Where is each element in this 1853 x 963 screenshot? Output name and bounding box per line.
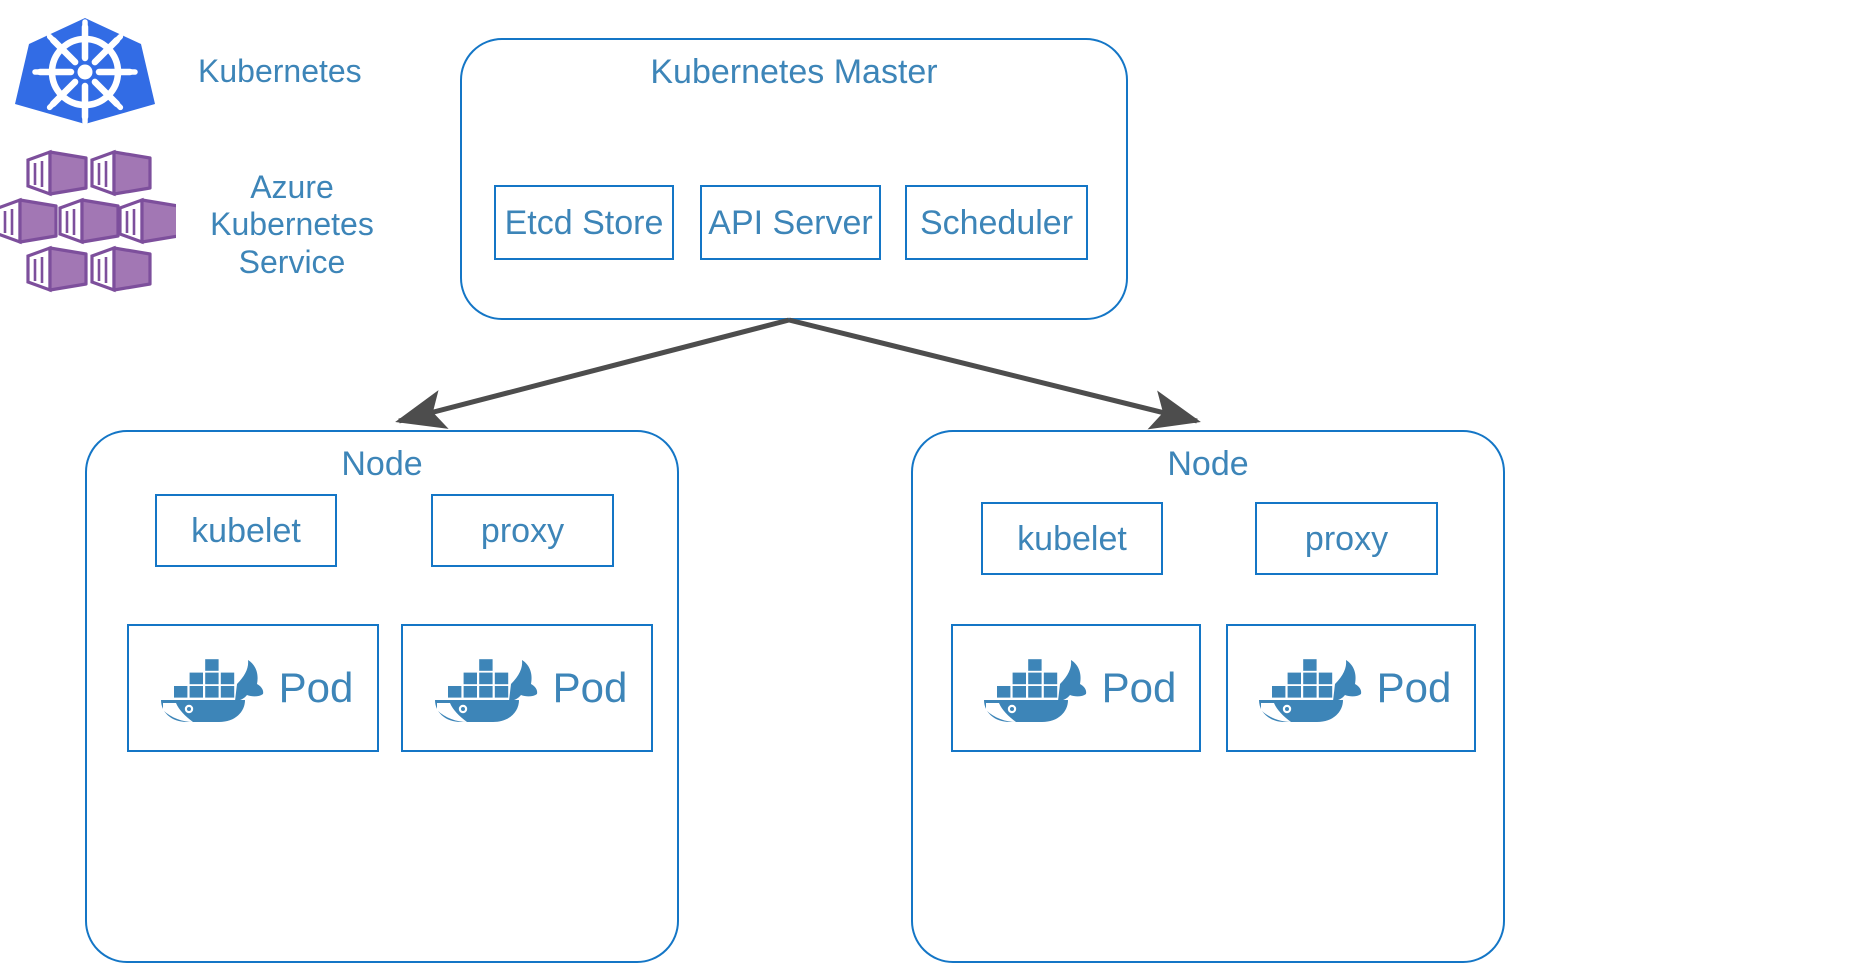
master-component-label: Scheduler bbox=[919, 203, 1074, 242]
node-left-pod-2[interactable]: Pod bbox=[401, 624, 653, 752]
node-title-left: Node bbox=[341, 445, 423, 483]
docker-whale-icon bbox=[976, 646, 1088, 731]
azure-kubernetes-service-icon bbox=[0, 148, 180, 303]
node-left-pod-1[interactable]: Pod bbox=[127, 624, 379, 752]
master-component-scheduler[interactable]: Scheduler bbox=[905, 185, 1088, 260]
master-component-etcd-store[interactable]: Etcd Store bbox=[494, 185, 674, 260]
pod-label: Pod bbox=[1101, 664, 1177, 711]
connector-master-to-right-node bbox=[788, 317, 1201, 430]
legend-item-kubernetes: Kubernetes bbox=[14, 16, 434, 128]
node-right-agent-proxy[interactable]: proxy bbox=[1255, 502, 1438, 575]
node-left-agent-proxy[interactable]: proxy bbox=[431, 494, 614, 567]
node-agent-label: proxy bbox=[1304, 519, 1389, 558]
kubernetes-master-box[interactable]: Kubernetes Master bbox=[460, 38, 1128, 320]
node-title-right: Node bbox=[1167, 445, 1249, 483]
node-left-agent-kubelet[interactable]: kubelet bbox=[155, 494, 337, 567]
legend-item-azure-kubernetes-service: Azure Kubernetes Service bbox=[0, 148, 420, 303]
master-component-label: API Server bbox=[708, 203, 873, 242]
connector-master-to-left-node bbox=[395, 317, 790, 429]
pod-label: Pod bbox=[278, 664, 354, 711]
node-box-left[interactable]: Node bbox=[85, 430, 679, 963]
legend-label-azure-kubernetes-service: Azure Kubernetes Service bbox=[210, 169, 374, 280]
master-component-api-server[interactable]: API Server bbox=[700, 185, 881, 260]
docker-whale-icon bbox=[153, 646, 265, 731]
node-box-right[interactable]: Node bbox=[911, 430, 1505, 963]
node-agent-label: proxy bbox=[480, 511, 565, 550]
node-right-pod-2[interactable]: Pod bbox=[1226, 624, 1476, 752]
pod-label: Pod bbox=[552, 664, 628, 711]
legend-label-kubernetes: Kubernetes bbox=[198, 53, 362, 90]
pod-label: Pod bbox=[1376, 664, 1452, 711]
docker-whale-icon bbox=[427, 646, 539, 731]
node-right-agent-kubelet[interactable]: kubelet bbox=[981, 502, 1163, 575]
node-agent-label: kubelet bbox=[1017, 519, 1127, 558]
docker-whale-icon bbox=[1251, 646, 1363, 731]
node-agent-label: kubelet bbox=[191, 511, 301, 550]
kubernetes-helm-wheel-icon bbox=[14, 14, 156, 131]
node-right-pod-1[interactable]: Pod bbox=[951, 624, 1201, 752]
kubernetes-master-title: Kubernetes Master bbox=[650, 53, 938, 91]
master-component-label: Etcd Store bbox=[504, 203, 664, 242]
